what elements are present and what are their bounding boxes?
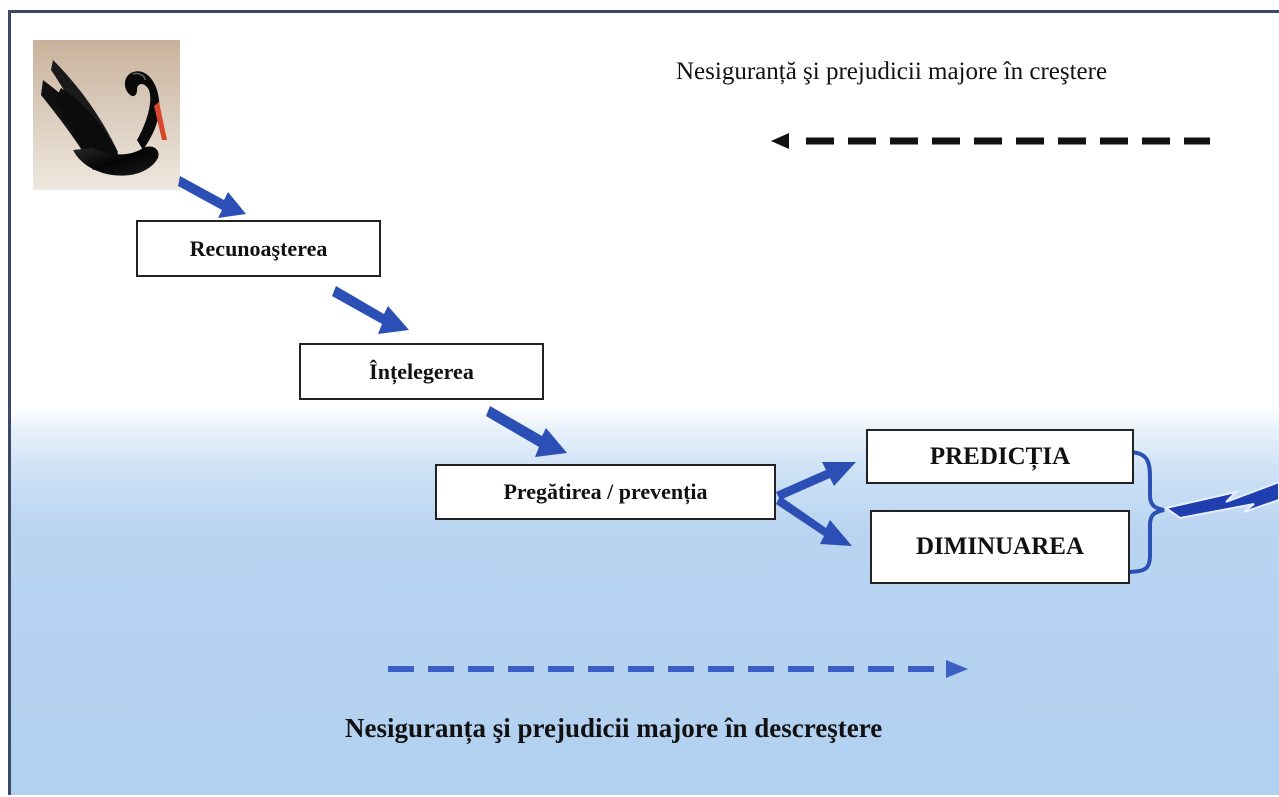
step-understanding-label: Înțelegerea <box>369 358 474 384</box>
fork-arrow-up <box>776 462 856 500</box>
lightning-bolt-icon <box>1163 480 1279 520</box>
step-preparation: Pregătirea / prevenția <box>435 464 776 520</box>
flow-arrow-3 <box>486 406 567 457</box>
step-prediction: PREDICȚIA <box>866 429 1134 484</box>
flow-arrow-2 <box>332 286 409 334</box>
step-recognition: Recunoaşterea <box>136 220 381 277</box>
right-bracket <box>1127 450 1165 574</box>
fork-arrow-down <box>776 496 852 546</box>
step-preparation-label: Pregătirea / prevenția <box>503 479 708 504</box>
decreasing-uncertainty-arrow <box>388 660 968 678</box>
step-mitigation: DIMINUAREA <box>870 510 1130 584</box>
increasing-uncertainty-arrow <box>771 133 1210 149</box>
step-mitigation-label: DIMINUAREA <box>915 533 1085 560</box>
top-caption: Nesiguranță şi prejudicii majore în creş… <box>676 58 1108 85</box>
black-swan-image <box>33 40 180 190</box>
flow-arrow-1 <box>178 176 246 218</box>
bottom-caption: Nesiguranța şi prejudicii majore în desc… <box>345 713 883 743</box>
step-recognition-label: Recunoaşterea <box>189 235 328 261</box>
step-prediction-label: PREDICȚIA <box>929 442 1071 470</box>
step-understanding: Înțelegerea <box>299 343 544 400</box>
